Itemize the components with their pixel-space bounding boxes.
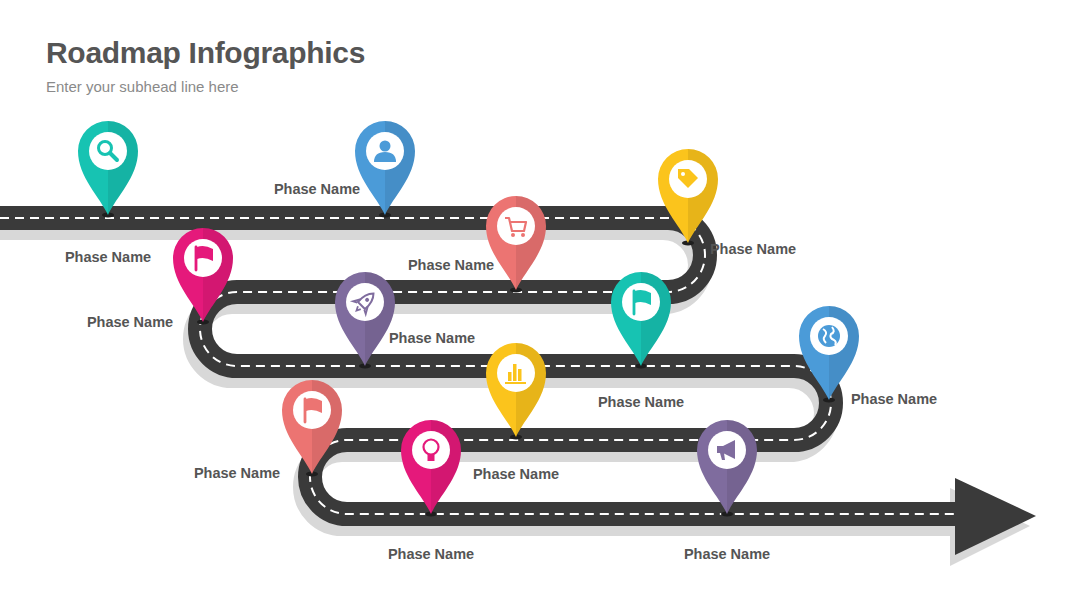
pin-icon	[374, 141, 396, 163]
pin-face	[293, 391, 331, 429]
pin-body	[335, 272, 395, 366]
pins	[78, 121, 859, 517]
pin-face	[346, 283, 384, 321]
bulb-icon	[428, 455, 435, 461]
globe-icon	[818, 325, 840, 347]
pin-body	[173, 228, 233, 322]
pin-icon	[818, 325, 840, 347]
phase-label: Phase Name	[87, 314, 173, 330]
pin-face	[810, 317, 848, 355]
map-pin	[486, 343, 546, 440]
map-pin	[697, 420, 757, 517]
pin-face	[708, 431, 746, 469]
pin-face	[184, 239, 222, 277]
pin-body	[282, 380, 342, 474]
flag-icon	[633, 291, 636, 314]
pin-icon	[196, 246, 213, 270]
tag-icon	[678, 169, 698, 188]
pin-face	[622, 283, 660, 321]
map-pin	[335, 272, 395, 369]
megaphone-icon	[720, 453, 725, 460]
pin-face	[366, 132, 404, 170]
cart-icon	[521, 233, 525, 237]
pin-icon	[717, 440, 735, 460]
globe-icon	[823, 327, 836, 345]
person-icon	[374, 152, 396, 162]
cart-icon	[505, 218, 526, 231]
flag-icon	[197, 246, 213, 261]
rocket-icon	[364, 297, 370, 303]
pin-body	[697, 420, 757, 514]
pin-body	[486, 343, 546, 437]
person-icon	[380, 141, 391, 152]
flag-icon	[304, 399, 307, 422]
phase-label: Phase Name	[408, 257, 494, 273]
chart-icon	[505, 382, 526, 384]
pin-body	[658, 149, 718, 243]
road-center-dashes	[0, 218, 962, 514]
map-pin	[486, 196, 546, 293]
pin-icon	[505, 218, 526, 237]
pin-icon	[424, 440, 439, 462]
pin-icon	[99, 142, 118, 161]
pin-face	[497, 207, 535, 245]
pin-body	[78, 121, 138, 215]
pin-face	[412, 431, 450, 469]
tag-icon	[681, 172, 685, 176]
phase-label: Phase Name	[274, 181, 360, 197]
chart-icon	[508, 372, 512, 381]
pin-icon	[505, 364, 526, 383]
phase-label: Phase Name	[598, 394, 684, 410]
flag-icon	[635, 290, 651, 305]
map-pin	[173, 228, 233, 325]
phase-label: Phase Name	[684, 546, 770, 562]
search-icon	[110, 153, 117, 160]
bulb-icon	[424, 440, 439, 455]
pin-body	[611, 272, 671, 366]
pin-body	[799, 306, 859, 400]
pin-body	[486, 196, 546, 290]
phase-label: Phase Name	[710, 241, 796, 257]
map-pin	[282, 380, 342, 477]
chart-icon	[518, 369, 522, 381]
megaphone-icon	[717, 440, 735, 459]
pin-icon	[678, 169, 698, 188]
map-pin	[611, 272, 671, 369]
pin-icon	[634, 290, 651, 314]
road	[0, 218, 962, 514]
map-pin	[658, 149, 718, 246]
phase-label: Phase Name	[388, 546, 474, 562]
page-title: Roadmap Infographics	[46, 36, 365, 70]
pin-face	[89, 132, 127, 170]
pin-body	[401, 420, 461, 514]
phase-label: Phase Name	[65, 249, 151, 265]
subhead: Enter your subhead line here	[46, 78, 239, 95]
pin-face	[497, 354, 535, 392]
pin-face	[669, 160, 707, 198]
phase-label: Phase Name	[194, 465, 280, 481]
cart-icon	[511, 233, 515, 237]
rocket-icon	[350, 296, 371, 317]
flag-icon	[306, 398, 322, 413]
road-arrowhead	[955, 478, 1036, 555]
flag-icon	[195, 247, 198, 270]
map-pin	[355, 121, 415, 218]
chart-icon	[513, 364, 517, 381]
phase-label: Phase Name	[851, 391, 937, 407]
pin-icon	[350, 287, 380, 317]
pin-icon	[305, 398, 322, 422]
map-pin	[799, 306, 859, 403]
map-pin	[78, 121, 138, 218]
phase-label: Phase Name	[473, 466, 559, 482]
map-pin	[401, 420, 461, 517]
phase-label: Phase Name	[389, 330, 475, 346]
pin-body	[355, 121, 415, 215]
